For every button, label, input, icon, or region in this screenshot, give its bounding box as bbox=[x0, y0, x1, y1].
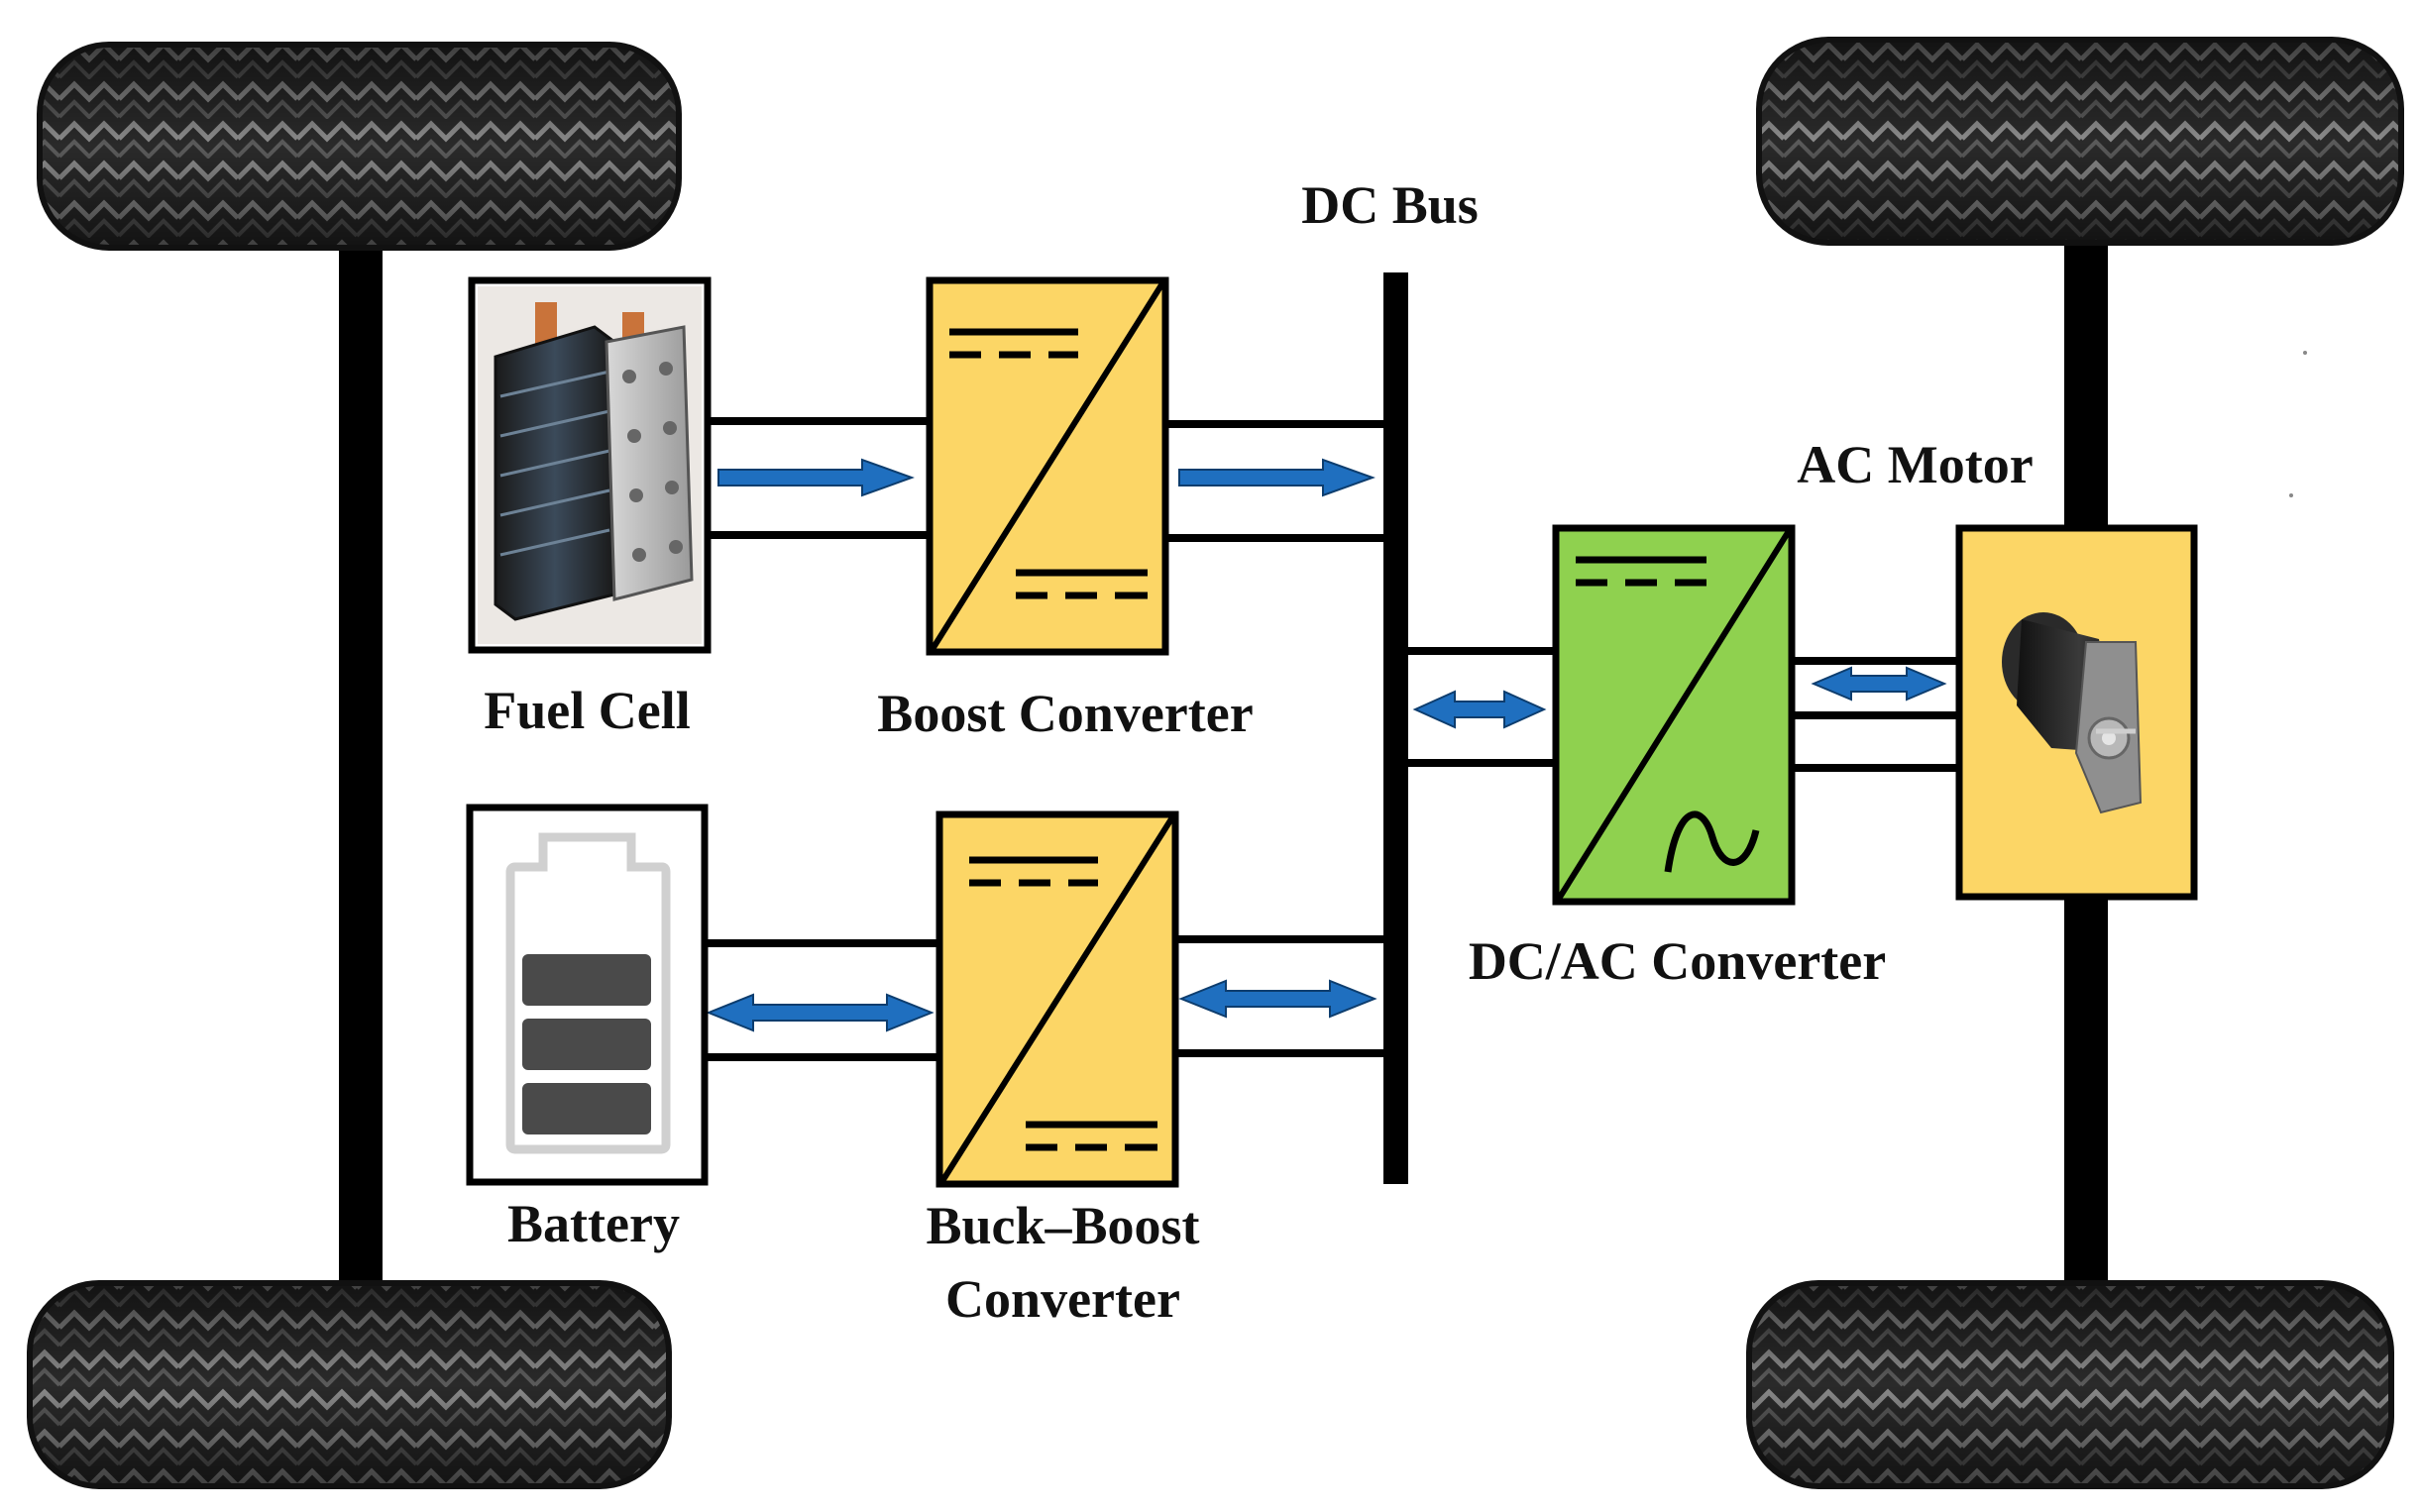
wires bbox=[706, 417, 1960, 1061]
double-arrow-icon bbox=[706, 993, 935, 1032]
battery-label: Battery bbox=[507, 1194, 680, 1253]
dc-bus-bar bbox=[1383, 272, 1408, 1184]
double-arrow-icon bbox=[1811, 666, 1947, 702]
dc-symbol-icon bbox=[1016, 569, 1148, 599]
arrow-right-icon bbox=[717, 458, 915, 497]
fuel-cell-stack-icon bbox=[468, 276, 712, 654]
speck bbox=[2303, 351, 2307, 355]
arrow-right-icon bbox=[1178, 458, 1376, 497]
dc-symbol-icon bbox=[1576, 556, 1706, 587]
buck-boost-label-line2: Converter bbox=[945, 1269, 1180, 1329]
dc-ac-converter-label: DC/AC Converter bbox=[1468, 931, 1887, 991]
buck-boost-label-line1: Buck–Boost bbox=[926, 1196, 1200, 1255]
ac-motor-icon bbox=[1955, 524, 2198, 901]
dc-ac-converter-block bbox=[1552, 524, 1796, 906]
battery-icon bbox=[466, 804, 709, 1186]
dc-symbol-icon bbox=[949, 328, 1078, 359]
double-arrow-icon bbox=[1178, 979, 1377, 1019]
ac-motor-label: AC Motor bbox=[1797, 435, 2034, 494]
buck-boost-converter-block bbox=[935, 810, 1179, 1188]
power-flow-arrows bbox=[706, 458, 1947, 1032]
speck bbox=[2289, 493, 2293, 497]
dc-symbol-icon bbox=[1026, 1121, 1157, 1151]
left-axle bbox=[339, 230, 383, 1288]
double-arrow-icon bbox=[1412, 690, 1547, 729]
tire-icon bbox=[1756, 37, 2404, 246]
tire-icon bbox=[27, 1280, 672, 1489]
tire-icon bbox=[1746, 1280, 2394, 1489]
fuel-cell-label: Fuel Cell bbox=[484, 681, 691, 740]
dc-bus-label: DC Bus bbox=[1301, 175, 1479, 235]
boost-converter-label: Boost Converter bbox=[877, 684, 1254, 743]
dc-symbol-icon bbox=[969, 856, 1098, 887]
tire-icon bbox=[37, 42, 682, 251]
boost-converter-block bbox=[926, 276, 1169, 656]
sine-wave-icon bbox=[1664, 810, 1760, 873]
